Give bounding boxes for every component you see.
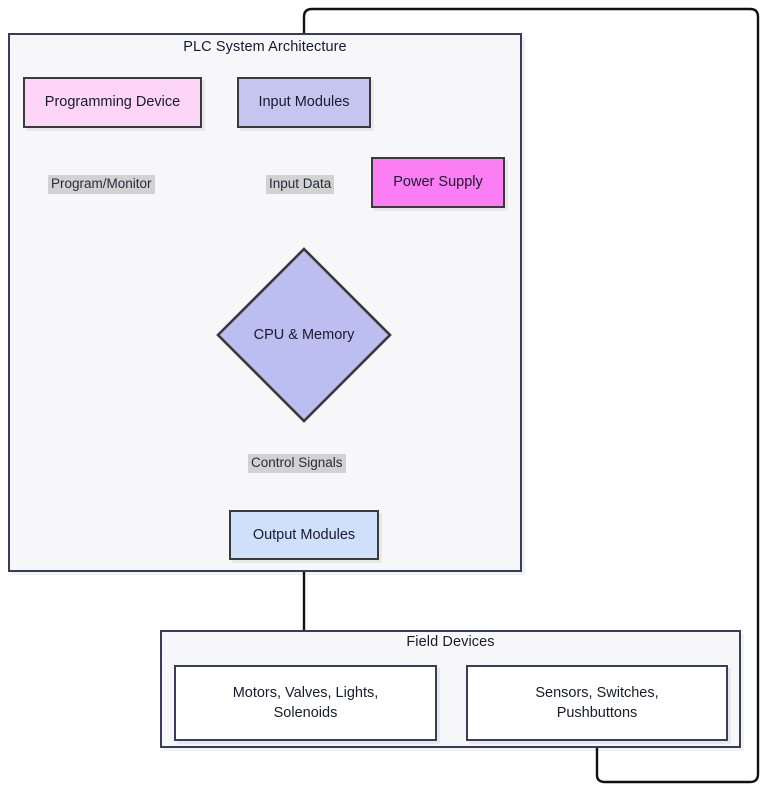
- plc-cluster-title: PLC System Architecture: [183, 39, 347, 55]
- node-output-modules[interactable]: Output Modules: [229, 510, 379, 560]
- node-sensors[interactable]: Sensors, Switches, Pushbuttons: [466, 665, 728, 741]
- edge-label-control-signals: Control Signals: [248, 454, 346, 473]
- node-cpu-memory-label: CPU & Memory: [253, 327, 355, 343]
- node-programming-device-label: Programming Device: [44, 94, 181, 111]
- node-programming-device[interactable]: Programming Device: [23, 77, 202, 128]
- node-input-modules-label: Input Modules: [258, 94, 350, 111]
- node-actuators[interactable]: Motors, Valves, Lights, Solenoids: [174, 665, 437, 741]
- diamond-shape: [216, 247, 392, 423]
- field-devices-cluster-title: Field Devices: [406, 634, 495, 650]
- node-actuators-label: Motors, Valves, Lights, Solenoids: [232, 684, 379, 721]
- node-sensors-label: Sensors, Switches, Pushbuttons: [535, 684, 659, 721]
- edge-label-program-monitor: Program/Monitor: [48, 175, 155, 194]
- node-output-modules-label: Output Modules: [252, 526, 356, 543]
- node-power-supply[interactable]: Power Supply: [371, 157, 505, 208]
- node-input-modules[interactable]: Input Modules: [237, 77, 371, 128]
- edge-label-input-data: Input Data: [266, 175, 335, 194]
- node-cpu-memory[interactable]: CPU & Memory: [214, 245, 394, 425]
- node-power-supply-label: Power Supply: [393, 174, 483, 191]
